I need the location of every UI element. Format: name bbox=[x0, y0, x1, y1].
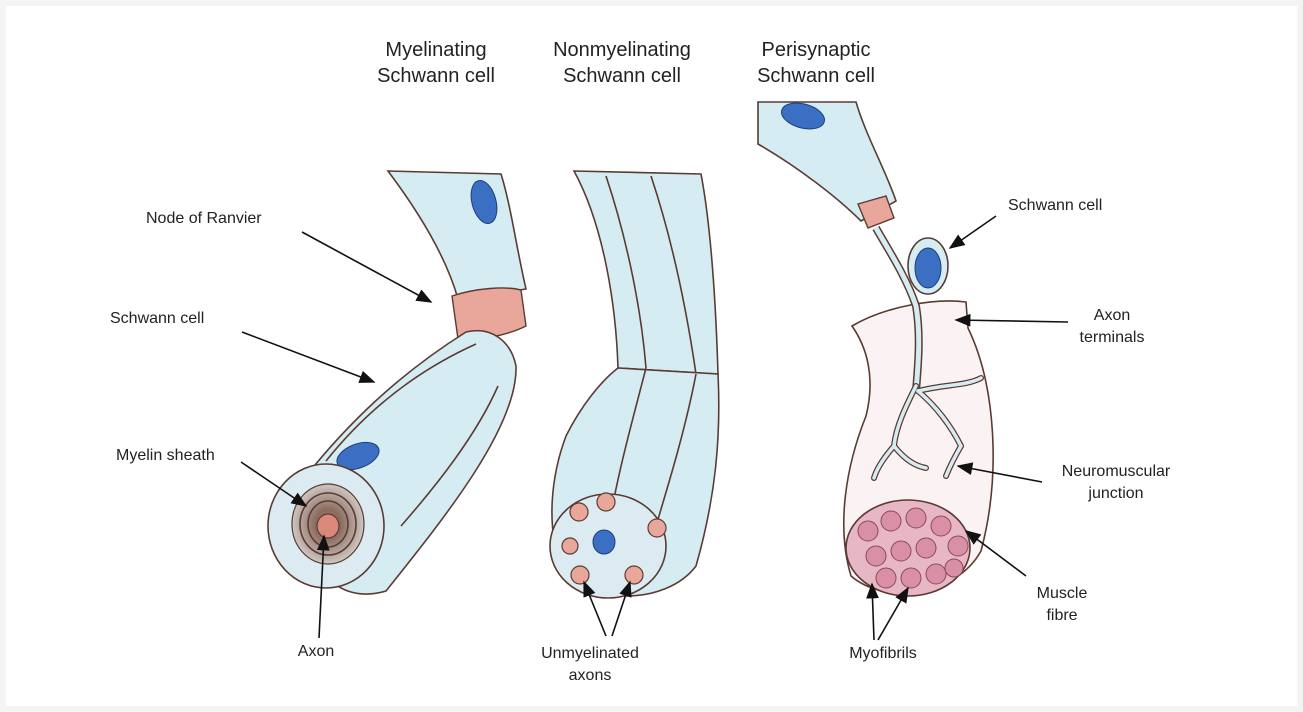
label-muscle-fibre-line1: Muscle bbox=[1037, 585, 1088, 602]
label-schwann-cell-right: Schwann cell bbox=[1008, 197, 1102, 214]
arrow-unmyelinated-axons-2 bbox=[611, 580, 632, 637]
label-axon-terminals-line2: terminals bbox=[1080, 329, 1145, 346]
schwann-cell-diagram: Myelinating Schwann cell Nonmyelinating … bbox=[110, 39, 1171, 684]
label-myelin-sheath: Myelin sheath bbox=[116, 447, 215, 464]
title-myelinating-line1: Myelinating bbox=[385, 39, 486, 61]
arrow-axon-terminals bbox=[954, 313, 1069, 327]
label-unmyelinated-axons-line1: Unmyelinated bbox=[541, 645, 639, 662]
arrow-neuromuscular-junction bbox=[956, 462, 1043, 483]
arrow-axon bbox=[316, 534, 330, 639]
nonmyelinating-schwann-cell-drawing bbox=[549, 170, 720, 599]
label-schwann-cell-left: Schwann cell bbox=[110, 310, 204, 327]
label-muscle-fibre-line2: fibre bbox=[1046, 607, 1077, 624]
diagram-canvas: Myelinating Schwann cell Nonmyelinating … bbox=[6, 6, 1297, 706]
arrow-node-of-ranvier bbox=[301, 231, 433, 303]
title-nonmyelinating-line1: Nonmyelinating bbox=[553, 39, 691, 61]
title-perisynaptic-line2: Schwann cell bbox=[757, 65, 875, 87]
arrow-unmyelinated-axons-1 bbox=[583, 580, 607, 637]
label-neuromuscular-junction-line2: junction bbox=[1087, 485, 1143, 502]
arrow-myofibrils-1 bbox=[866, 582, 879, 641]
label-node-of-ranvier: Node of Ranvier bbox=[146, 210, 262, 227]
arrow-myelin-sheath bbox=[240, 461, 308, 507]
label-unmyelinated-axons-line2: axons bbox=[569, 667, 612, 684]
title-perisynaptic-line1: Perisynaptic bbox=[762, 39, 871, 61]
title-nonmyelinating-line2: Schwann cell bbox=[563, 65, 681, 87]
perisynaptic-schwann-cell-drawing bbox=[757, 101, 994, 597]
label-axon-terminals-line1: Axon bbox=[1094, 307, 1130, 324]
myelinating-schwann-cell-drawing bbox=[267, 170, 527, 595]
arrow-muscle-fibre bbox=[964, 530, 1027, 577]
arrow-schwann-cell-right bbox=[948, 215, 997, 249]
label-axon: Axon bbox=[298, 643, 334, 660]
arrow-schwann-cell-left bbox=[241, 331, 376, 383]
label-neuromuscular-junction-line1: Neuromuscular bbox=[1062, 463, 1171, 480]
arrow-myofibrils-2 bbox=[877, 586, 909, 641]
label-myofibrils: Myofibrils bbox=[849, 645, 917, 662]
title-myelinating-line2: Schwann cell bbox=[377, 65, 495, 87]
